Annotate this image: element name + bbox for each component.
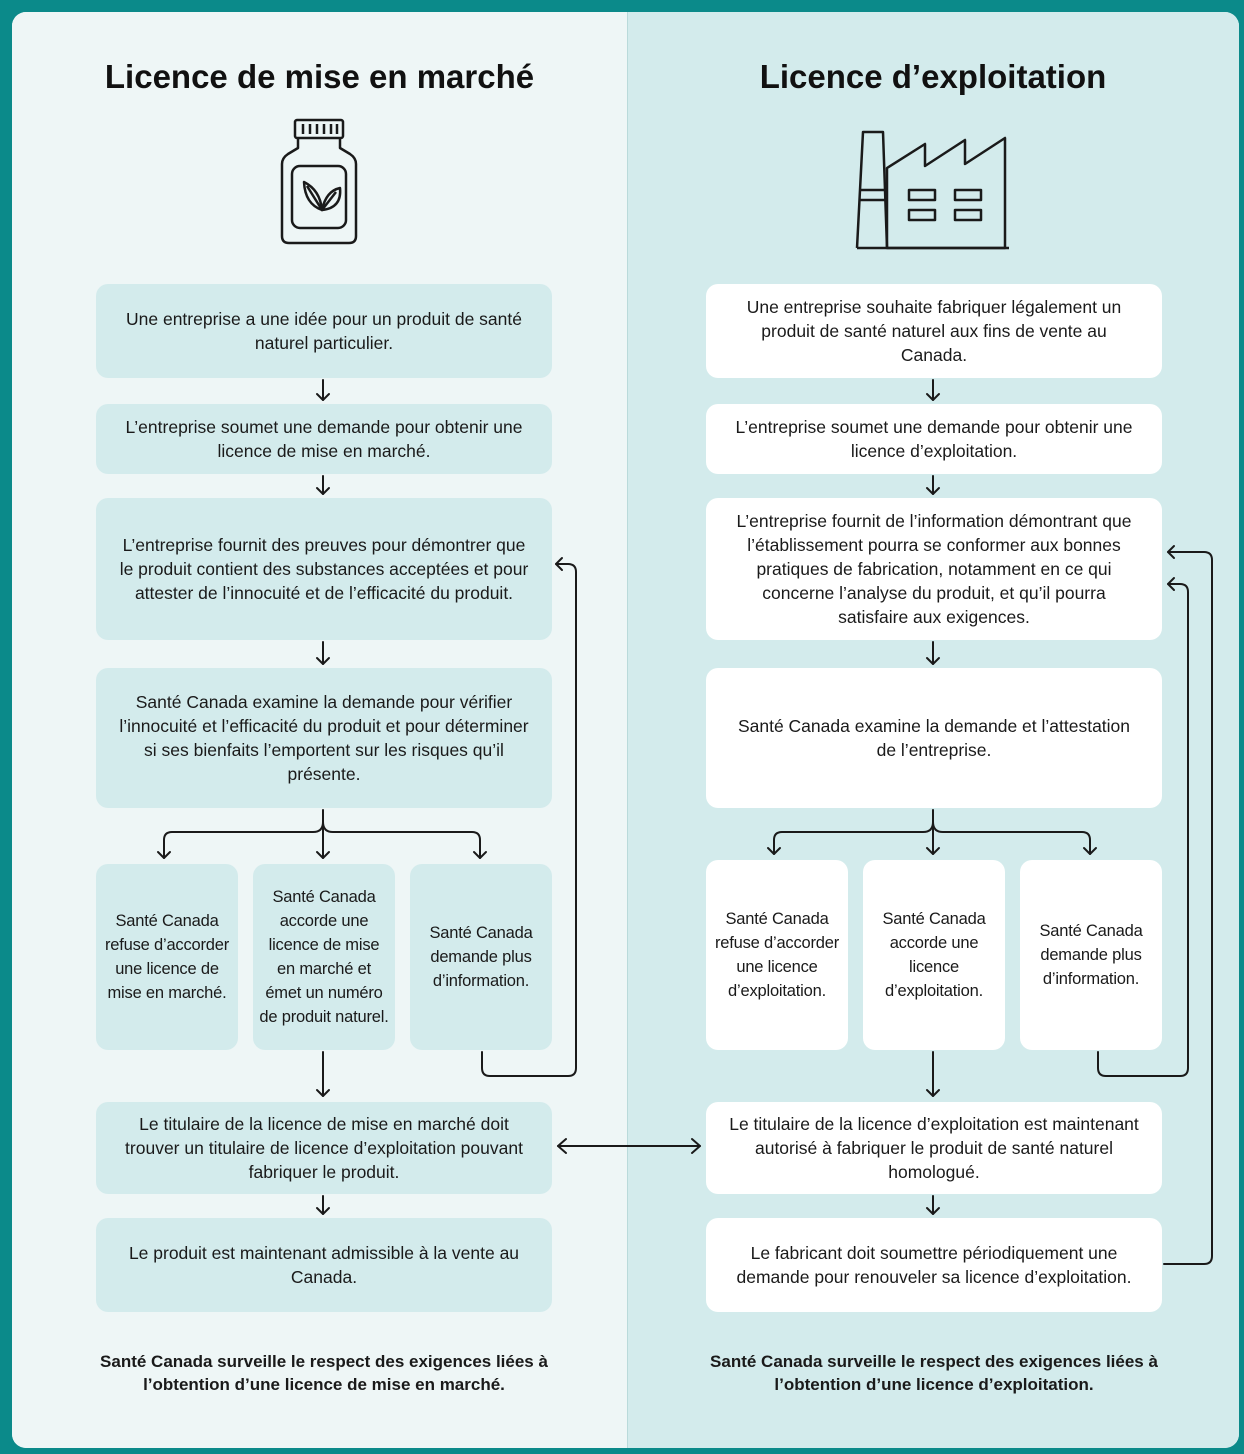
flow-connectors (157, 379, 1213, 1265)
left-outcome-more-info: Santé Canada demande plus d’information. (410, 864, 552, 1050)
right-arrow-5 (926, 1195, 940, 1215)
supplement-bottle-icon (280, 118, 358, 245)
right-step-renew: Le fabricant doit soumettre périodiqueme… (706, 1218, 1162, 1312)
left-arrow-3 (316, 641, 330, 665)
double-arrow-between-licences (557, 1138, 701, 1154)
right-outcome-more-info: Santé Canada demande plus d’information. (1020, 860, 1162, 1050)
left-outcome-grant: Santé Canada accorde une licence de mise… (253, 864, 395, 1050)
right-outcome-refuse: Santé Canada refuse d’accorder une licen… (706, 860, 848, 1050)
left-branch (157, 809, 487, 859)
factory-icon (855, 130, 1009, 250)
right-arrow-2 (926, 475, 940, 495)
left-step-eligible: Le produit est maintenant admissible à l… (96, 1218, 552, 1312)
left-step-review: Santé Canada examine la demande pour vér… (96, 668, 552, 808)
right-arrow-1 (926, 379, 940, 401)
right-arrow-4 (926, 1051, 940, 1097)
left-feedback-loop (481, 557, 577, 1077)
left-arrow-4 (316, 1051, 330, 1097)
left-step-evidence: L’entreprise fournit des preuves pour dé… (96, 498, 552, 640)
left-arrow-5 (316, 1195, 330, 1215)
right-step-apply: L’entreprise soumet une demande pour obt… (706, 404, 1162, 474)
left-step-find-manufacturer: Le titulaire de la licence de mise en ma… (96, 1102, 552, 1194)
right-step-authorized: Le titulaire de la licence d’exploitatio… (706, 1102, 1162, 1194)
right-arrow-3 (926, 641, 940, 665)
left-outcome-refuse: Santé Canada refuse d’accorder une licen… (96, 864, 238, 1050)
right-feedback-loop-renewal (1163, 545, 1213, 1265)
left-step-idea: Une entreprise a une idée pour un produi… (96, 284, 552, 378)
left-title: Licence de mise en marché (104, 58, 535, 95)
infographic-frame: Licence de mise en marché Licence d’expl… (12, 12, 1239, 1448)
left-arrow-2 (316, 475, 330, 495)
right-branch (767, 809, 1097, 855)
left-arrow-1 (316, 379, 330, 401)
left-monitoring-note: Santé Canada surveille le respect des ex… (100, 1352, 548, 1394)
right-feedback-loop-info (1097, 577, 1189, 1077)
right-title: Licence d’exploitation (759, 58, 1107, 95)
left-step-apply: L’entreprise soumet une demande pour obt… (96, 404, 552, 474)
right-monitoring-note: Santé Canada surveille le respect des ex… (710, 1352, 1158, 1394)
right-step-intent: Une entreprise souhaite fabriquer légale… (706, 284, 1162, 378)
right-step-review: Santé Canada examine la demande et l’att… (706, 668, 1162, 808)
right-outcome-grant: Santé Canada accorde une licence d’explo… (863, 860, 1005, 1050)
right-step-gmp-info: L’entreprise fournit de l’information dé… (706, 498, 1162, 640)
